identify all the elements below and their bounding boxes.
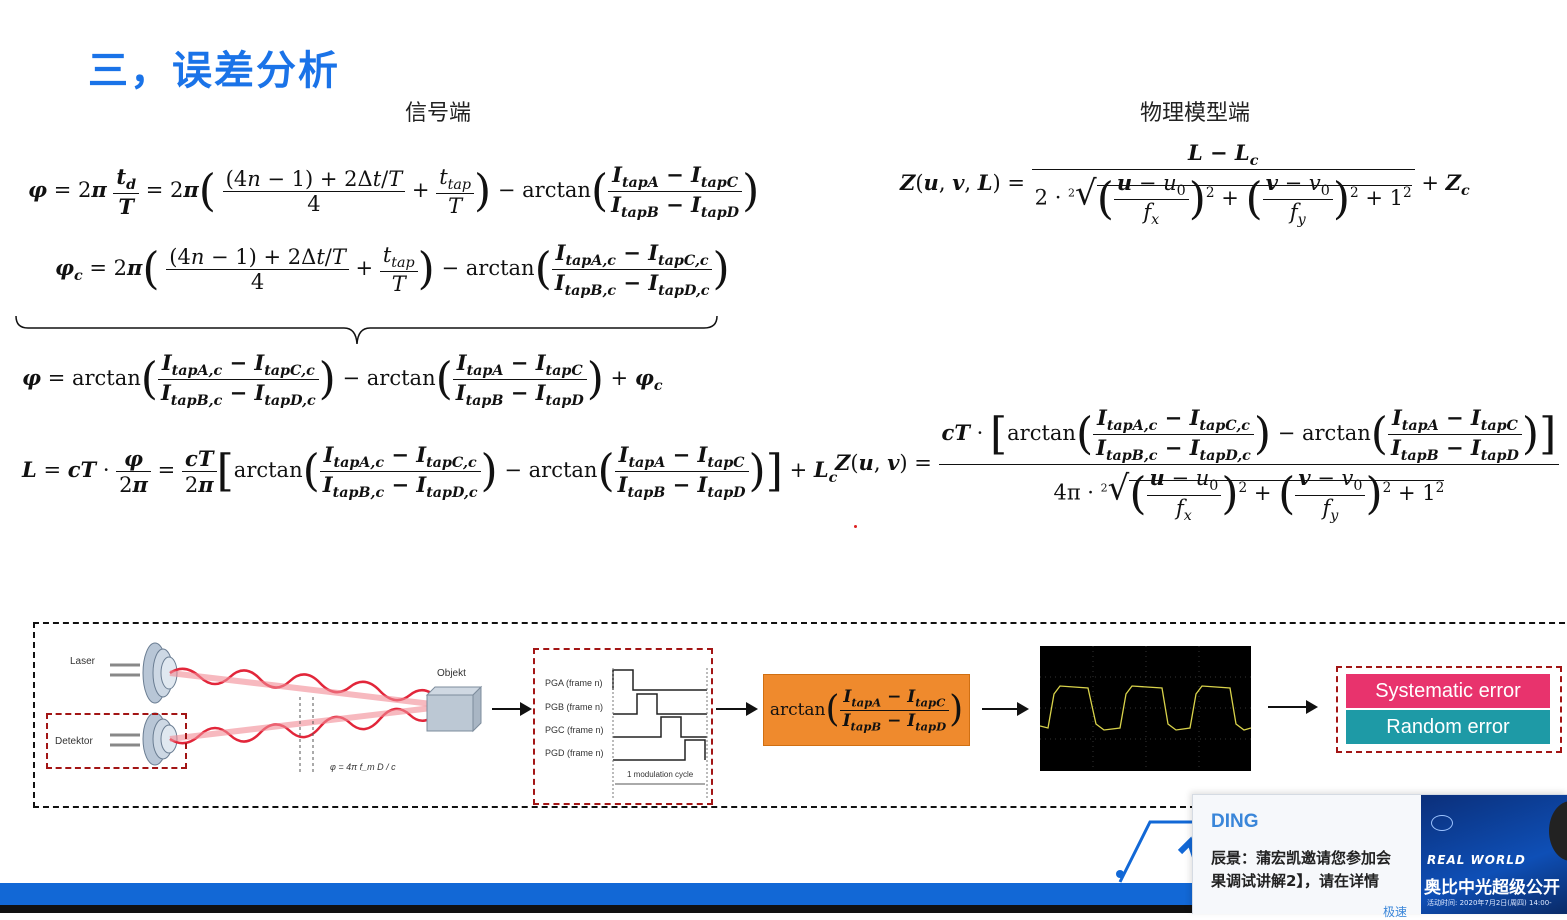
detector-label: Detektor xyxy=(55,736,93,747)
banner-title: REAL WORLD xyxy=(1427,853,1526,867)
stray-dot xyxy=(854,525,857,528)
presenter-avatar xyxy=(1549,801,1567,861)
arrow-3 xyxy=(982,702,1029,716)
right-section-heading: 物理模型端 xyxy=(1140,101,1251,126)
object-cube-icon xyxy=(425,685,483,733)
notification-line-1: 辰景：蒲宏凯邀请您参加会 xyxy=(1211,849,1392,867)
pga-label: PGA (frame n) xyxy=(545,678,603,688)
notification-app-name: DING xyxy=(1211,811,1259,832)
notification-footer-link[interactable]: 极速 xyxy=(1383,905,1408,919)
left-section-heading: 信号端 xyxy=(405,101,472,126)
notification-banner-image: REAL WORLD 奥比中光超级公开 活动时间: 2020年7月2日(周四) … xyxy=(1421,795,1567,914)
pgd-label: PGD (frame n) xyxy=(545,748,604,758)
banner-subtitle: 奥比中光超级公开 xyxy=(1424,878,1560,898)
tof-illustration xyxy=(110,642,483,775)
error-types-box: Systematic error Random error xyxy=(1336,666,1562,753)
laser-emitter-icon xyxy=(110,642,178,704)
oscilloscope-trace xyxy=(1039,646,1252,771)
phase-formula: φ = 4π f_m D / c xyxy=(330,762,396,772)
random-error-label: Random error xyxy=(1346,710,1550,744)
arctan-label: arctan xyxy=(769,700,826,720)
oscilloscope-screen xyxy=(1039,646,1252,771)
page-title: 三，误差分析 xyxy=(88,48,340,94)
pipeline-diagram-frame xyxy=(33,622,1567,808)
banner-date: 活动时间: 2020年7月2日(周四) 14:00- xyxy=(1427,899,1552,907)
detector-icon xyxy=(110,712,178,766)
tap-waveforms xyxy=(612,668,708,798)
object-label: Objekt xyxy=(437,668,466,679)
pgc-label: PGC (frame n) xyxy=(545,725,604,735)
arrow-4 xyxy=(1268,700,1318,714)
brand-logo-icon xyxy=(1431,815,1453,831)
arrow-1 xyxy=(492,702,532,716)
pgb-label: PGB (frame n) xyxy=(545,702,604,712)
cycle-label: 1 modulation cycle xyxy=(627,770,694,779)
equation-z-uv: Z(u, v) = cT · [arctan(ItapA,c − ItapC,c… xyxy=(835,405,1567,524)
notification-line-2: 果调试讲解2】，请在详情 xyxy=(1211,872,1379,890)
footer-decoration-icon xyxy=(1116,820,1198,883)
detector-highlight xyxy=(46,713,187,769)
tap-timing-chart: PGA (frame n) PGB (frame n) PGC (frame n… xyxy=(533,648,713,805)
underbrace xyxy=(15,315,718,345)
laser-label: Laser xyxy=(70,656,96,667)
slide-footer-bar xyxy=(0,883,1567,905)
bottom-edge xyxy=(0,905,1567,913)
ding-notification[interactable]: DING 辰景：蒲宏凯邀请您参加会 果调试讲解2】，请在详情 极速 REAL W… xyxy=(1192,794,1567,919)
arrow-2 xyxy=(716,702,758,716)
systematic-error-label: Systematic error xyxy=(1346,674,1550,708)
